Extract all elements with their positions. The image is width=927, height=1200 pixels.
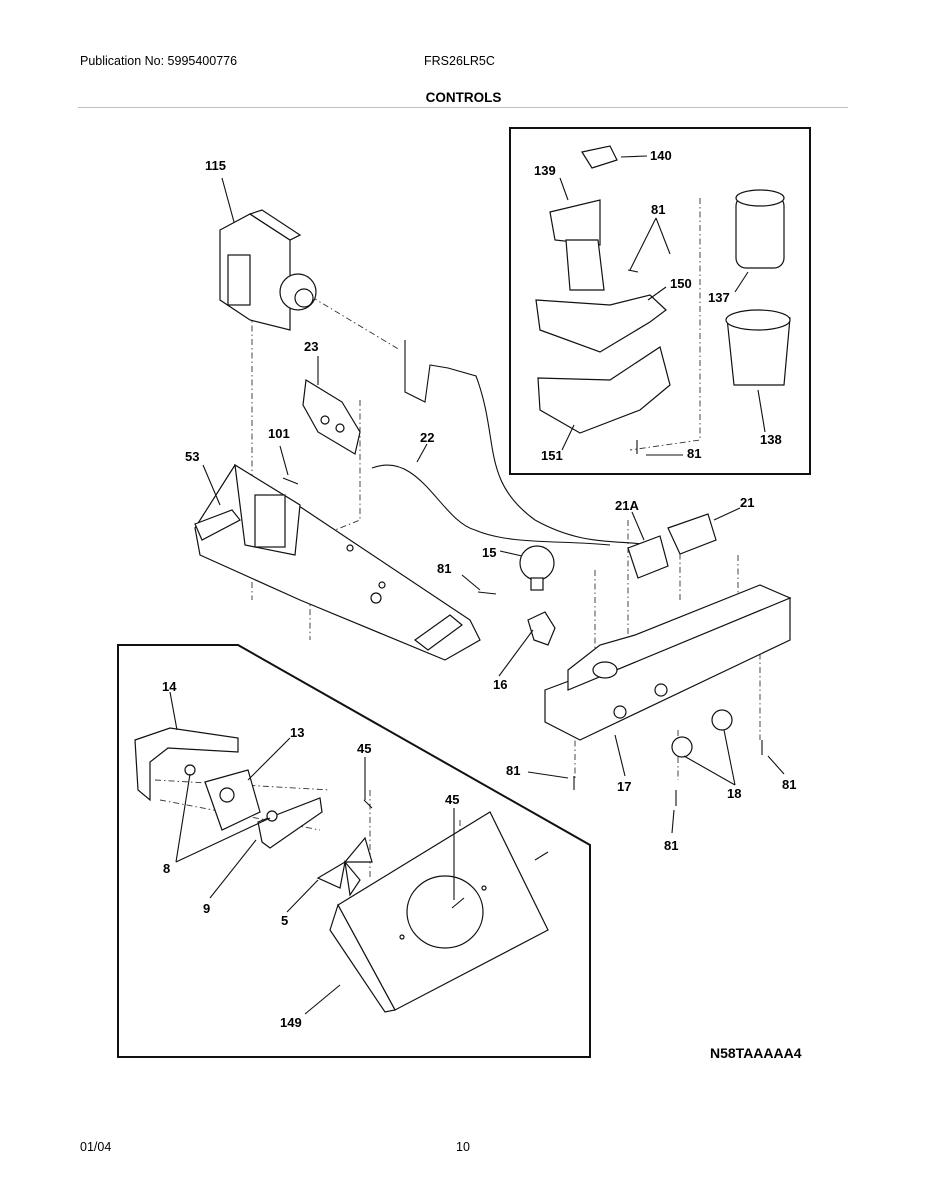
light-socket-16 (527, 611, 556, 646)
capillary-tube-22 (404, 340, 656, 546)
callout-150: 150 (670, 276, 692, 291)
callout-17: 17 (617, 779, 631, 794)
bracket-53 (194, 463, 481, 661)
callout-81-rail: 81 (506, 763, 520, 778)
callout-18: 18 (727, 786, 741, 801)
fan-shroud-149 (329, 811, 549, 1013)
diagram-code: N58TAAAAA4 (710, 1045, 802, 1061)
callout-115: 115 (205, 158, 226, 173)
callout-8: 8 (163, 861, 170, 876)
callout-5: 5 (281, 913, 288, 928)
screw-81 (627, 269, 639, 273)
callout-14: 14 (162, 679, 177, 694)
callout-139: 139 (534, 163, 556, 178)
callout-101: 101 (268, 426, 290, 441)
sensor-wire (371, 464, 611, 546)
callout-149: 149 (280, 1015, 302, 1030)
leader-lines (169, 155, 785, 1015)
control-rail-17 (544, 584, 792, 741)
callout-81-left: 81 (437, 561, 451, 576)
filter-inset-frame (509, 127, 811, 475)
page-number: 10 (456, 1140, 470, 1154)
control-board-23 (302, 379, 361, 455)
publication-number: Publication No: 5995400776 (80, 54, 238, 68)
callout-81-bottom: 81 (664, 838, 678, 853)
fan-blade-5 (316, 836, 373, 897)
screw-45 (363, 799, 373, 809)
filter-cover-150 (535, 294, 667, 353)
callout-81-right: 81 (782, 777, 796, 792)
callout-138: 138 (760, 432, 782, 447)
callout-13: 13 (290, 725, 304, 740)
callout-16: 16 (493, 677, 507, 692)
callout-140: 140 (650, 148, 672, 163)
page-title: CONTROLS (425, 90, 502, 105)
fan-motor-13 (204, 769, 261, 831)
screw-101 (282, 477, 299, 485)
water-filter-137 (735, 189, 785, 269)
callout-22: 22 (420, 430, 434, 445)
filter-cap-138 (725, 309, 791, 386)
screw-81 (477, 591, 497, 595)
rail-screws (573, 740, 763, 806)
footer-date: 01/04 (80, 1140, 112, 1154)
callout-81-inset-b: 81 (687, 446, 701, 461)
callout-21: 21 (740, 495, 754, 510)
header-divider (78, 107, 848, 108)
callout-151: 151 (541, 448, 563, 463)
knobs-18 (671, 709, 733, 758)
callout-9: 9 (203, 901, 210, 916)
fan-inset-frame (117, 644, 591, 1058)
callout-45-mid: 45 (445, 792, 459, 807)
callout-21A: 21A (615, 498, 639, 513)
model-number: FRS26LR5C (424, 54, 495, 68)
callout-23: 23 (304, 339, 318, 354)
switches-21 (627, 513, 717, 579)
filter-head-139 (549, 145, 618, 291)
callout-53: 53 (185, 449, 199, 464)
filter-cover-151 (537, 346, 671, 434)
control-housing-115 (219, 209, 317, 331)
light-bulb-15 (519, 545, 555, 591)
callout-137: 137 (708, 290, 730, 305)
motor-bracket-9 (257, 797, 323, 849)
callout-45-top: 45 (357, 741, 371, 756)
callout-81-inset-a: 81 (651, 202, 665, 217)
callout-15: 15 (482, 545, 496, 560)
motor-bracket-14 (134, 727, 239, 802)
